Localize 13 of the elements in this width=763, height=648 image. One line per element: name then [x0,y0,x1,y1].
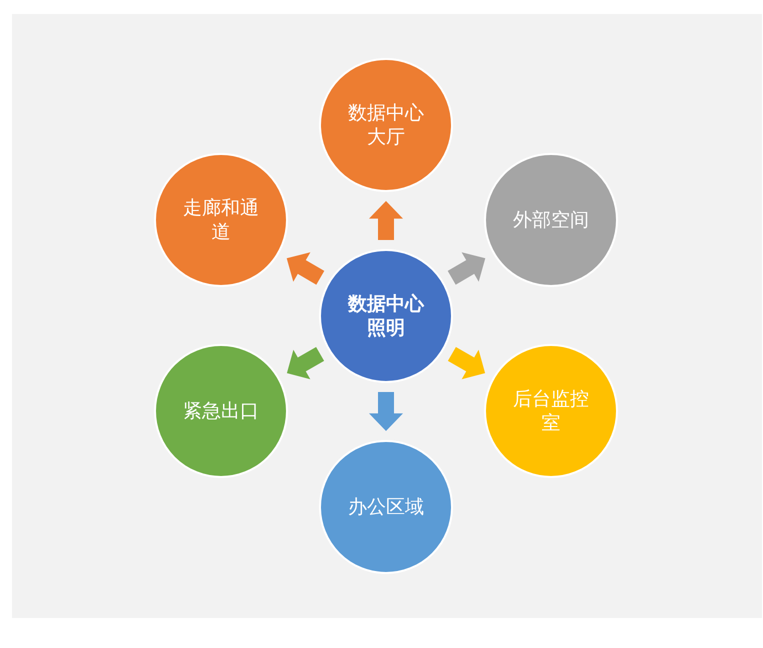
circle-label: 走廊和通道 [182,196,260,244]
block-arrow [286,347,324,380]
block-arrow [448,347,486,380]
block-arrow [448,252,486,285]
circle-label: 数据中心大厅 [347,101,425,149]
circle-label: 紧急出口 [182,399,260,423]
block-arrow [286,252,324,285]
circle-label: 办公区域 [347,495,425,519]
circle-label: 后台监控室 [512,387,590,435]
circle-label: 数据中心照明 [346,292,426,340]
block-arrow [369,201,403,240]
block-arrow [369,392,403,431]
circle-label: 外部空间 [512,208,590,232]
